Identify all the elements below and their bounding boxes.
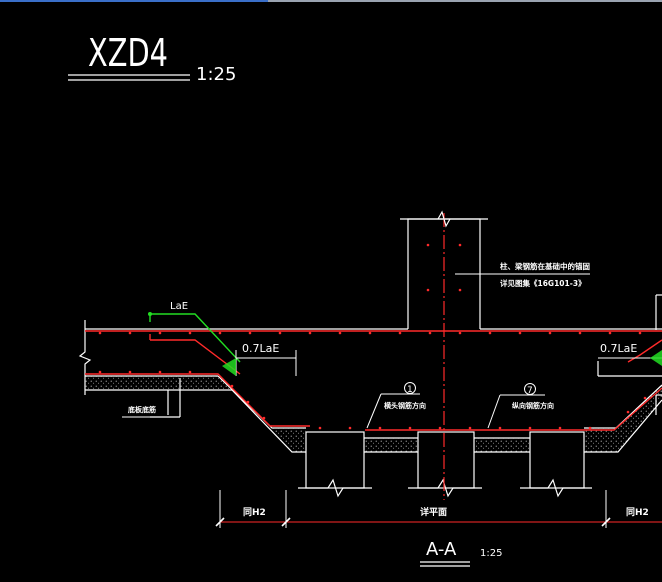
bottom-left-note-text: 底板底筋 (128, 405, 156, 414)
dim-mid-label: 详平面 (420, 506, 447, 518)
drawing-title-block: XZD4 1:25 (68, 31, 236, 85)
bottom-left-note: 底板底筋 (122, 405, 170, 418)
piles (298, 431, 592, 498)
callout-2-number: 7 (527, 386, 533, 396)
pile-right (520, 431, 592, 498)
section-scale: 1:25 (480, 548, 502, 559)
lae07-dimension-right: 0.7LaE (598, 342, 662, 366)
top-bar-rest (268, 0, 662, 2)
rebar-dots (98, 243, 647, 430)
rebar (85, 330, 662, 431)
note-line-2: 详见图集《16G101-3》 (500, 278, 586, 288)
callout-2: 7 纵向钢筋方向 (487, 383, 554, 429)
lae07-dimension-left: 0.7LaE (222, 342, 297, 376)
concrete-hatch (85, 376, 662, 452)
lae-label: LaE (170, 301, 188, 312)
bottom-dimensions: 同H2 详平面 同H2 (215, 490, 662, 528)
dim-right-label: 同H2 (626, 507, 649, 518)
anchorage-note: 柱、梁钢筋在基础中的锚固 详见图集《16G101-3》 (455, 261, 590, 288)
section-title: A-A (426, 539, 457, 560)
section-title-block: A-A 1:25 (420, 539, 502, 567)
callout-2-text: 纵向钢筋方向 (512, 401, 554, 410)
top-bar (0, 0, 662, 2)
top-bar-active (0, 0, 268, 2)
pile-middle (408, 431, 482, 498)
drawing-scale: 1:25 (196, 64, 236, 85)
callout-1-text: 横头钢筋方向 (384, 401, 426, 410)
lae-anchor: LaE (148, 301, 241, 363)
dim-left-label: 同H2 (243, 507, 266, 518)
lae07-left-label: 0.7LaE (242, 342, 279, 355)
lae07-right-label: 0.7LaE (600, 342, 637, 355)
callout-1-number: 1 (407, 385, 413, 395)
column-break-symbol (437, 210, 451, 228)
note-line-1: 柱、梁钢筋在基础中的锚固 (500, 261, 590, 271)
drawing-title: XZD4 (88, 31, 168, 75)
pile-left (298, 431, 372, 498)
callout-1: 1 横头钢筋方向 (366, 382, 426, 429)
